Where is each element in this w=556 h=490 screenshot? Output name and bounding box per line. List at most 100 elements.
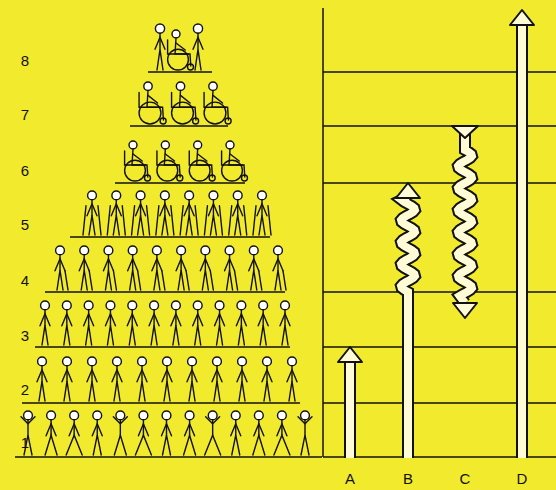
- person-figure: [225, 246, 238, 290]
- person-figure: [184, 411, 196, 455]
- person-figure: [21, 411, 35, 455]
- person-figure: [62, 357, 72, 401]
- person-figure: [132, 191, 150, 235]
- person-figure: [262, 357, 272, 401]
- person-figure: [162, 357, 172, 401]
- person-figure: [287, 357, 297, 401]
- person-figure: [87, 357, 97, 401]
- person-figure: [189, 141, 215, 181]
- level-number: 4: [21, 273, 29, 288]
- person-figure: [152, 246, 165, 290]
- person-figure: [298, 411, 312, 455]
- arrow-shaft: [518, 24, 526, 458]
- person-figure: [274, 411, 290, 455]
- person-figure: [249, 246, 262, 290]
- level-number: 8: [21, 53, 29, 68]
- level-number: 6: [21, 163, 29, 178]
- person-figure: [193, 301, 203, 345]
- level-number: 1: [21, 435, 29, 450]
- person-figure: [193, 24, 203, 70]
- arrow-letter: D: [517, 471, 528, 486]
- person-figure: [137, 357, 147, 401]
- row-line: [35, 346, 290, 347]
- person-figure: [236, 301, 246, 345]
- person-figure: [176, 246, 189, 290]
- person-figure: [204, 82, 231, 124]
- arrow-shaft: [458, 132, 472, 303]
- person-figure: [135, 411, 151, 455]
- level-grid: [15, 8, 556, 457]
- person-figure: [162, 411, 172, 455]
- person-figure: [103, 246, 116, 290]
- person-figure: [79, 246, 92, 290]
- person-figure: [157, 141, 183, 181]
- level-number: 2: [21, 382, 29, 397]
- person-figure: [107, 191, 125, 235]
- row-line: [148, 71, 212, 72]
- row-line: [45, 291, 285, 292]
- person-figure: [155, 24, 165, 70]
- person-figure: [45, 411, 57, 455]
- person-figure: [113, 411, 127, 455]
- person-figure: [172, 82, 199, 124]
- arrow-head: [338, 347, 362, 362]
- person-figure: [128, 246, 141, 290]
- arrow-shaft-outline: [401, 197, 415, 458]
- row-line: [70, 236, 270, 237]
- person-figure: [139, 82, 166, 124]
- level-number: 3: [21, 328, 29, 343]
- person-figure: [112, 357, 122, 401]
- arrow-shaft: [401, 197, 415, 458]
- arrow-shaft-outline: [458, 132, 472, 303]
- row-line: [15, 456, 322, 457]
- person-figure: [55, 246, 68, 290]
- person-figure: [273, 246, 286, 290]
- person-figure: [156, 191, 174, 235]
- person-figure: [168, 30, 194, 70]
- person-figure: [37, 357, 47, 401]
- arrow-shaft-outline: [516, 24, 528, 458]
- arrow-shaft: [346, 361, 354, 458]
- pathway-arrows: [338, 10, 534, 458]
- row-line: [130, 125, 228, 126]
- person-figure: [171, 301, 181, 345]
- person-figure: [125, 141, 151, 181]
- arrow-letter: A: [345, 471, 355, 486]
- person-figure: [127, 301, 137, 345]
- person-figure: [280, 301, 290, 345]
- person-figure: [105, 301, 115, 345]
- person-figure: [40, 301, 50, 345]
- arrow-letter: C: [460, 471, 471, 486]
- person-figure: [83, 191, 101, 235]
- level-number: 7: [21, 107, 29, 122]
- axis-line: [322, 8, 324, 457]
- person-figure: [222, 141, 248, 181]
- row-line: [22, 402, 300, 403]
- person-figure: [229, 191, 247, 235]
- person-figure: [84, 301, 94, 345]
- person-figure: [149, 301, 159, 345]
- arrow-head: [396, 183, 420, 198]
- person-figure: [180, 191, 198, 235]
- person-figure: [237, 357, 247, 401]
- person-figure: [212, 357, 222, 401]
- arrow-tail: [452, 126, 478, 138]
- row-line: [115, 182, 245, 183]
- arrow-shaft-outline: [344, 361, 356, 458]
- person-figure: [231, 411, 241, 455]
- people-figures: [21, 24, 312, 455]
- person-figure: [253, 191, 271, 235]
- arrow-head: [510, 10, 534, 25]
- person-figure: [258, 301, 268, 345]
- person-figure: [215, 301, 225, 345]
- person-figure: [205, 411, 221, 455]
- person-figure: [200, 246, 213, 290]
- arrow-letter: B: [403, 471, 413, 486]
- person-figure: [66, 411, 82, 455]
- person-figure: [187, 357, 197, 401]
- person-figure: [62, 301, 72, 345]
- arrow-head: [453, 303, 477, 318]
- level-number: 5: [21, 217, 29, 232]
- person-figure: [92, 411, 102, 455]
